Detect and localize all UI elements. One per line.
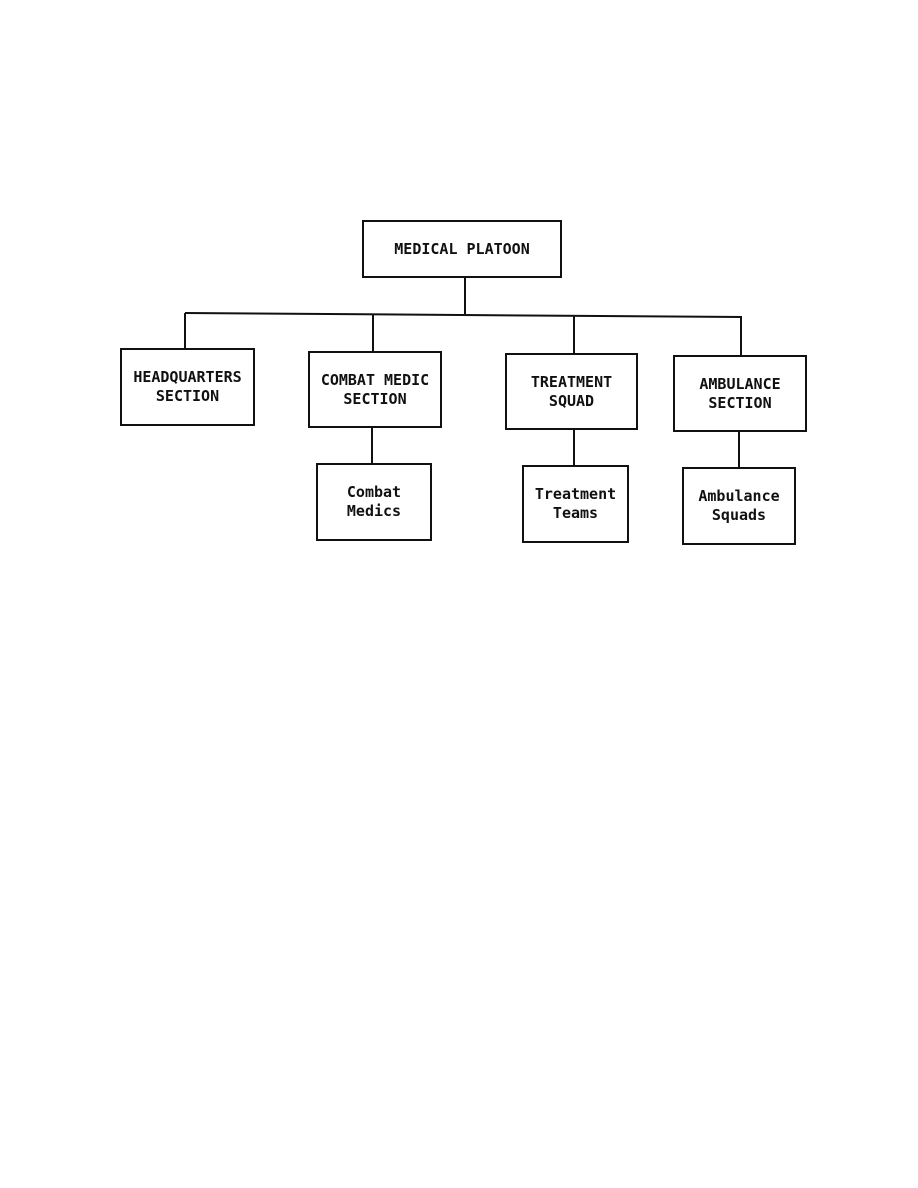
node-ambulance-section: AMBULANCE SECTION <box>673 355 807 432</box>
node-label: HEADQUARTERS SECTION <box>133 368 242 405</box>
node-medical-platoon: MEDICAL PLATOON <box>362 220 562 278</box>
node-label: Treatment Teams <box>534 485 617 522</box>
node-label: MEDICAL PLATOON <box>394 239 530 258</box>
node-combat-medics: Combat Medics <box>316 463 432 541</box>
node-combat-medic-section: COMBAT MEDIC SECTION <box>308 351 442 428</box>
branch-bar <box>184 312 743 318</box>
node-label: TREATMENT SQUAD <box>530 372 613 410</box>
node-treatment-teams: Treatment Teams <box>522 465 629 543</box>
node-label: Ambulance Squads <box>698 487 780 524</box>
node-label: AMBULANCE SECTION <box>699 374 781 412</box>
node-label: COMBAT MEDIC SECTION <box>320 370 430 408</box>
node-label: Combat Medics <box>346 483 402 520</box>
node-treatment-squad: TREATMENT SQUAD <box>505 353 638 430</box>
node-ambulance-squads: Ambulance Squads <box>682 467 796 545</box>
node-headquarters-section: HEADQUARTERS SECTION <box>120 348 255 426</box>
